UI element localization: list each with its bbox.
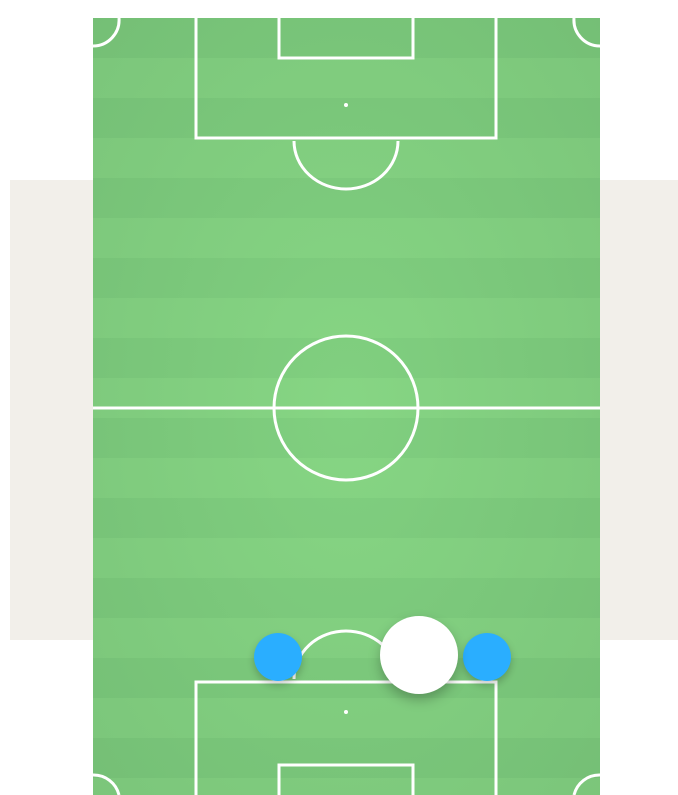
- corner-arc-top-right: [574, 18, 600, 46]
- bottom-penalty-spot: [344, 710, 348, 714]
- top-goal-box: [279, 18, 413, 58]
- soccer-pitch[interactable]: [93, 18, 600, 795]
- pitch-markings: [93, 18, 600, 795]
- bottom-goal-box: [279, 765, 413, 795]
- blue-player-right[interactable]: [463, 633, 511, 681]
- top-penalty-box: [196, 18, 496, 138]
- blue-player-left[interactable]: [254, 633, 302, 681]
- corner-arc-bottom-left: [93, 775, 119, 795]
- ball[interactable]: [380, 616, 458, 694]
- corner-arc-bottom-right: [574, 775, 600, 795]
- top-penalty-arc: [294, 141, 398, 189]
- corner-arc-top-left: [93, 18, 119, 46]
- bottom-penalty-box: [196, 682, 496, 795]
- top-penalty-spot: [344, 103, 348, 107]
